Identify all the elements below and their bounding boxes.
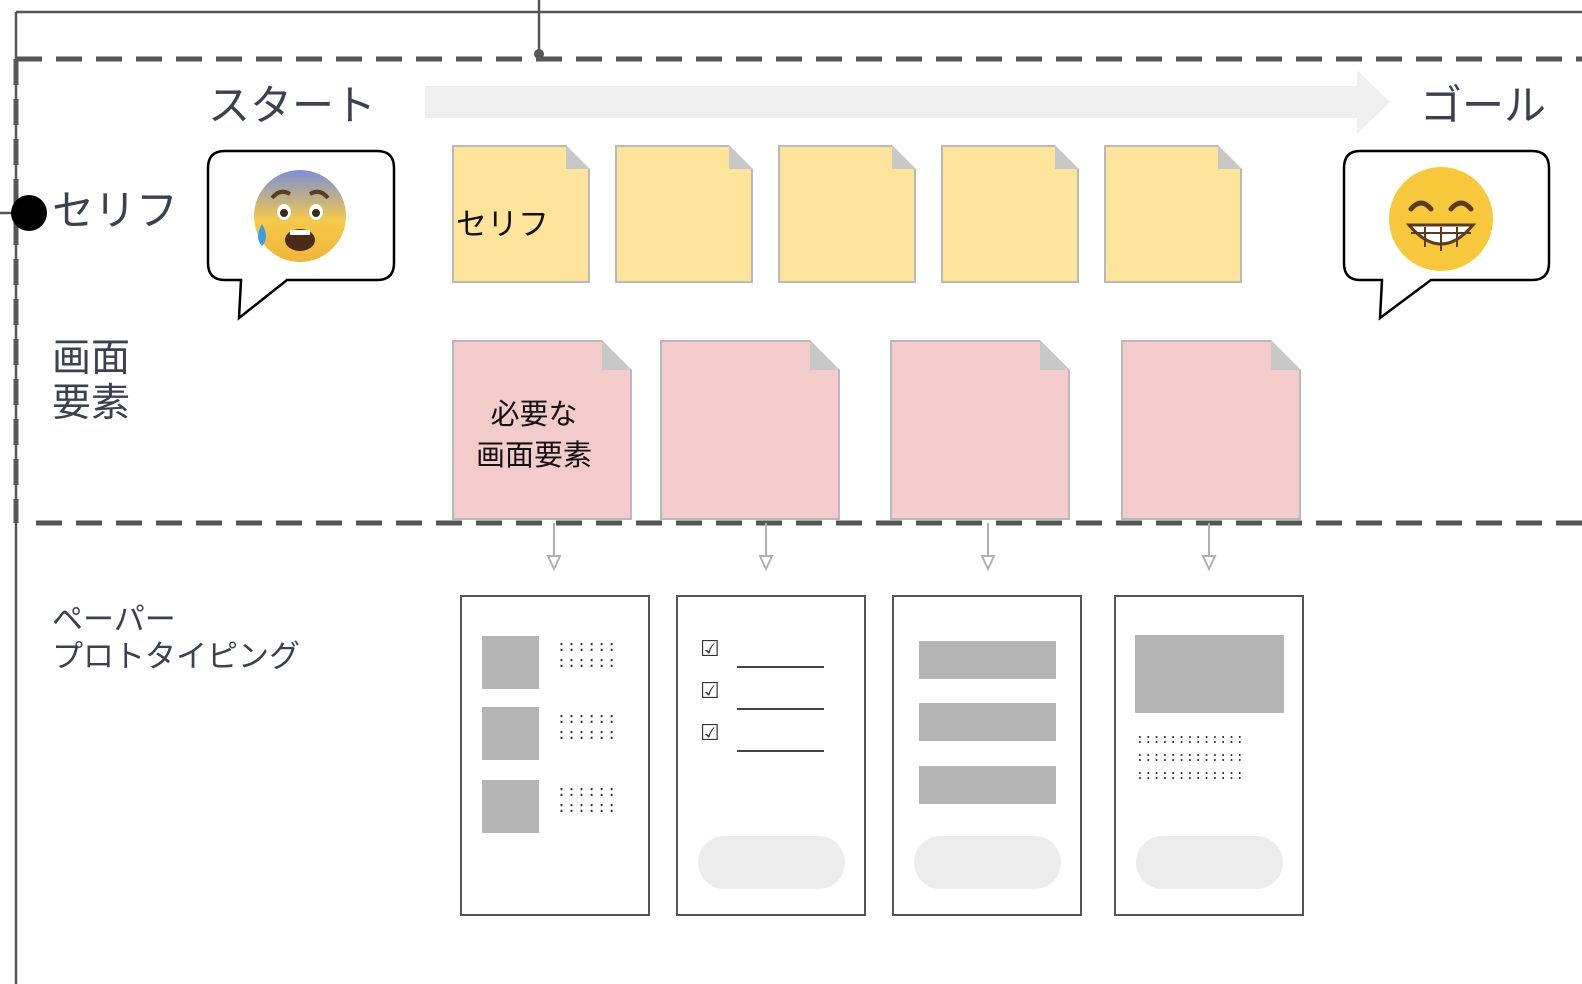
block-2: [919, 703, 1056, 741]
checkbox-icon-2: ☑: [700, 679, 720, 704]
screen-row-label-line1: 画面: [52, 336, 131, 381]
dots-1a: ::::::: [557, 637, 618, 655]
start-label: スタート: [208, 81, 377, 130]
dots-3a: ::::::: [557, 782, 618, 800]
line-1: [737, 666, 824, 668]
paper-prototype-detail[interactable]: ::::::::::::: ::::::::::::: ::::::::::::…: [1114, 595, 1304, 916]
screen-row-label: 画面 要素: [52, 336, 130, 426]
paper-prototype-list[interactable]: :::::: :::::: :::::: :::::: :::::: :::::…: [460, 595, 650, 916]
line-3: [737, 750, 824, 752]
line-2: [737, 708, 824, 710]
serif-note-1[interactable]: セリフ: [452, 145, 590, 283]
thumbnail-2: [482, 707, 539, 760]
paper-row-label-line1: ペーパー: [52, 602, 176, 638]
block-1: [919, 641, 1056, 679]
serif-note-3[interactable]: [778, 145, 916, 283]
paper-prototype-blocks[interactable]: [892, 595, 1082, 916]
serif-marker-dot: [11, 195, 47, 231]
serif-row-label: セリフ: [52, 186, 179, 235]
screen-note-3[interactable]: [890, 340, 1070, 520]
flow-arrow: [425, 70, 1390, 134]
text-dots-1: :::::::::::::: [1136, 732, 1245, 747]
serif-note-5[interactable]: [1104, 145, 1242, 283]
dots-3b: ::::::: [557, 798, 618, 816]
thumbnail-3: [482, 780, 539, 833]
down-arrows: [546, 523, 1217, 572]
screen-note-1[interactable]: 必要な 画面要素: [452, 340, 632, 520]
dots-2a: ::::::: [557, 709, 618, 727]
dots-1b: ::::::: [557, 653, 618, 671]
text-dots-2: :::::::::::::: [1136, 750, 1245, 765]
checkbox-icon-1: ☑: [700, 637, 720, 662]
text-dots-3: :::::::::::::: [1136, 768, 1245, 783]
pill-button: [698, 836, 845, 889]
thumbnail-1: [482, 636, 539, 689]
serif-note-1-text: セリフ: [456, 207, 549, 243]
block-3: [919, 766, 1056, 804]
paper-prototype-checklist[interactable]: ☑ ☑ ☑: [676, 595, 866, 916]
goal-label: ゴール: [1420, 81, 1547, 130]
screen-row-label-line2: 要素: [52, 381, 131, 427]
paper-row-label: ペーパー プロトタイピング: [52, 602, 300, 676]
hero-image: [1135, 635, 1284, 713]
anxious-face-with-sweat-icon: [254, 170, 346, 262]
screen-note-1-line1: 必要な: [490, 397, 578, 431]
checkbox-icon-3: ☑: [700, 721, 720, 746]
serif-note-4[interactable]: [941, 145, 1079, 283]
screen-note-2[interactable]: [660, 340, 840, 520]
pill-button: [1136, 836, 1283, 889]
dots-2b: ::::::: [557, 725, 618, 743]
screen-note-1-line2: 画面要素: [475, 437, 592, 472]
grinning-face-icon: [1389, 167, 1493, 271]
serif-note-2[interactable]: [615, 145, 753, 283]
paper-row-label-line2: プロトタイピング: [52, 639, 300, 676]
screen-note-4[interactable]: [1121, 340, 1301, 520]
pill-button: [914, 836, 1061, 889]
